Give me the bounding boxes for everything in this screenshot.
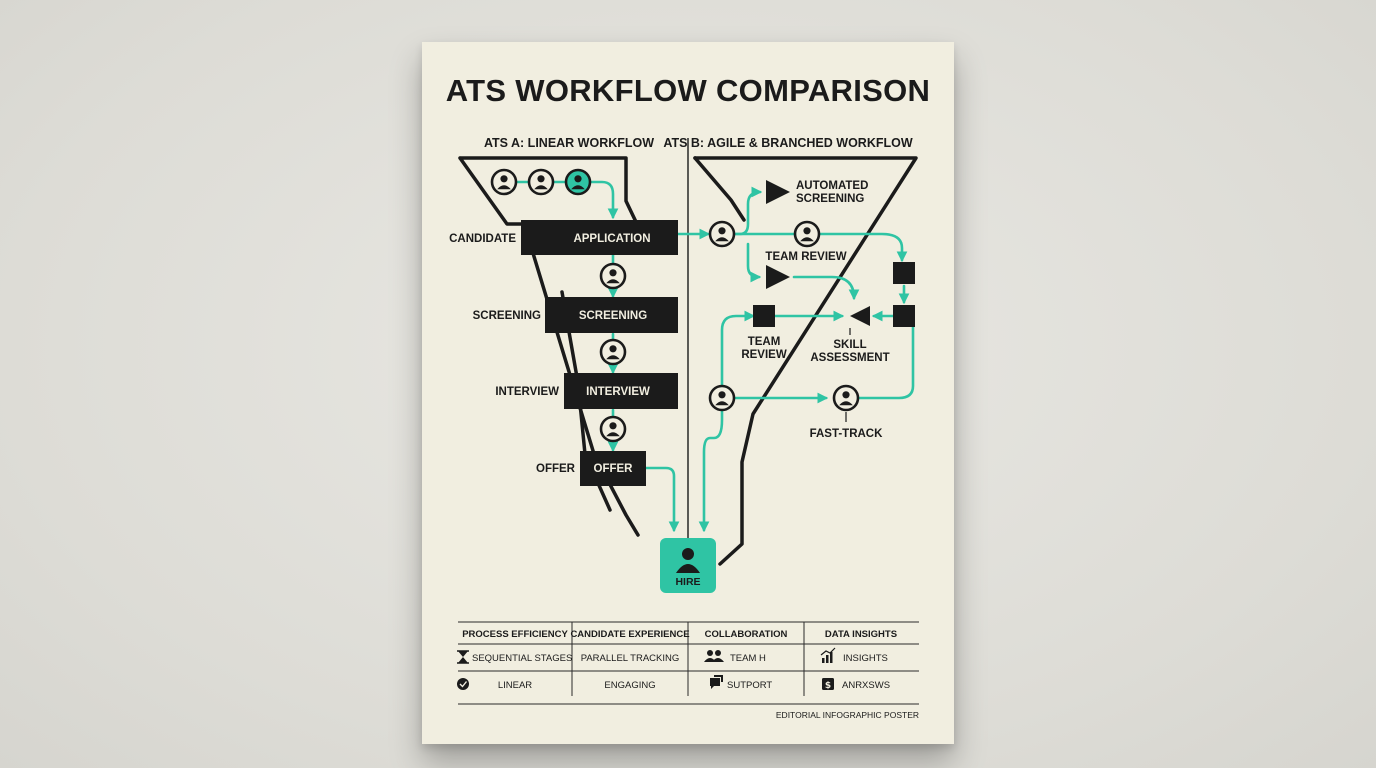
stage-screening-box bbox=[545, 297, 678, 333]
svg-text:$: $ bbox=[825, 681, 831, 691]
automated-screening-triangle-icon bbox=[766, 180, 790, 204]
fast-track-label: FAST-TRACK bbox=[810, 428, 884, 440]
hire-label: HIRE bbox=[675, 576, 700, 588]
team-review-triangle-icon bbox=[766, 265, 790, 289]
stage-application-box bbox=[521, 220, 678, 255]
hire-person-icon bbox=[676, 548, 700, 573]
flow-team-review-to-node bbox=[732, 232, 908, 263]
label-line: AUTOMATED bbox=[796, 180, 868, 192]
skill-assessment-triangle-icon bbox=[850, 306, 870, 326]
table-header-process-efficiency: PROCESS EFFICIENCY bbox=[462, 629, 568, 640]
label-line: SCREENING bbox=[796, 193, 864, 205]
candidate-person-icon bbox=[599, 262, 627, 290]
team-review-top-label: TEAM REVIEW bbox=[765, 251, 846, 263]
check-circle-icon bbox=[457, 678, 469, 690]
table-cell-anrxsws: ANRXSWS bbox=[842, 680, 890, 691]
label-line: REVIEW bbox=[741, 349, 787, 361]
side-label-interview: INTERVIEW bbox=[495, 386, 559, 398]
poster-title: ATS WORKFLOW COMPARISON bbox=[446, 73, 930, 108]
team-icon bbox=[704, 650, 724, 662]
stage-screening-label: SCREENING bbox=[579, 310, 647, 322]
chat-icon bbox=[710, 675, 723, 689]
left-funnel-top bbox=[458, 156, 639, 226]
stage-offer-label: OFFER bbox=[594, 463, 634, 475]
label-line: TEAM bbox=[748, 336, 781, 348]
right-funnel-top bbox=[693, 156, 746, 222]
side-label-offer: OFFER bbox=[536, 463, 576, 475]
table-cell-parallel-tracking: PARALLEL TRACKING bbox=[581, 653, 680, 664]
candidate-highlight-person-icon bbox=[564, 168, 592, 196]
flow-offer-to-hire bbox=[644, 466, 680, 533]
hourglass-icon bbox=[457, 650, 469, 664]
team-review-person-icon bbox=[793, 220, 821, 248]
team-review-box-icon bbox=[753, 305, 775, 327]
dollar-icon: $ bbox=[822, 678, 834, 691]
table-cell-insights: INSIGHTS bbox=[843, 653, 888, 664]
right-funnel-edge bbox=[693, 156, 918, 566]
fast-track-start-person-icon bbox=[708, 384, 736, 412]
flow-to-automated-screening bbox=[732, 186, 763, 236]
infographic-poster: ATS WORKFLOW COMPARISON ATS A: LINEAR WO… bbox=[422, 42, 954, 744]
stage-interview-box bbox=[564, 373, 678, 409]
candidate-person-icon bbox=[490, 168, 518, 196]
side-label-candidate: CANDIDATE bbox=[449, 233, 516, 245]
candidate-person-icon bbox=[599, 338, 627, 366]
label-line: ASSESSMENT bbox=[810, 352, 889, 364]
stage-interview-label: INTERVIEW bbox=[586, 386, 650, 398]
flow-entry-arrow bbox=[513, 180, 619, 220]
footer-caption: EDITORIAL INFOGRAPHIC POSTER bbox=[776, 710, 919, 720]
flow-to-team-review-box bbox=[720, 310, 756, 400]
decision-node-bottom bbox=[893, 305, 915, 327]
table-cell-engaging: ENGAGING bbox=[604, 680, 655, 691]
stage-offer-box bbox=[580, 451, 646, 486]
left-panel-heading: ATS A: LINEAR WORKFLOW bbox=[484, 136, 654, 150]
table-header-data-insights: DATA INSIGHTS bbox=[825, 629, 897, 640]
decision-node-top bbox=[893, 262, 915, 284]
flow-fast-track-to-hire bbox=[698, 408, 724, 533]
branch-person-icon bbox=[708, 220, 736, 248]
flow-to-team-review-triangle bbox=[746, 242, 762, 283]
flow-node-to-fast-track bbox=[856, 314, 915, 400]
comparison-table: PROCESS EFFICIENCY CANDIDATE EXPERIENCE … bbox=[457, 621, 919, 705]
table-cell-linear: LINEAR bbox=[498, 680, 532, 691]
table-cell-sequential-stages: SEQUENTIAL STAGES bbox=[472, 653, 572, 664]
stage-application-label: APPLICATION bbox=[573, 233, 650, 245]
table-header-candidate-experience: CANDIDATE EXPERIENCE bbox=[570, 629, 689, 640]
right-panel-heading: ATS B: AGILE & BRANCHED WORKFLOW bbox=[663, 136, 912, 150]
table-cell-sutport: SUTPORT bbox=[727, 680, 772, 691]
candidate-person-icon bbox=[527, 168, 555, 196]
side-label-screening: SCREENING bbox=[473, 310, 541, 322]
candidate-person-icon bbox=[599, 415, 627, 443]
chart-icon bbox=[820, 647, 836, 663]
workflow-diagram: ATS WORKFLOW COMPARISON ATS A: LINEAR WO… bbox=[446, 73, 930, 720]
label-line: SKILL bbox=[833, 339, 866, 351]
table-header-collaboration: COLLABORATION bbox=[705, 629, 788, 640]
flow-to-skill-assessment bbox=[792, 275, 860, 301]
fast-track-person-icon bbox=[832, 384, 860, 412]
table-cell-team-h: TEAM H bbox=[730, 653, 766, 664]
